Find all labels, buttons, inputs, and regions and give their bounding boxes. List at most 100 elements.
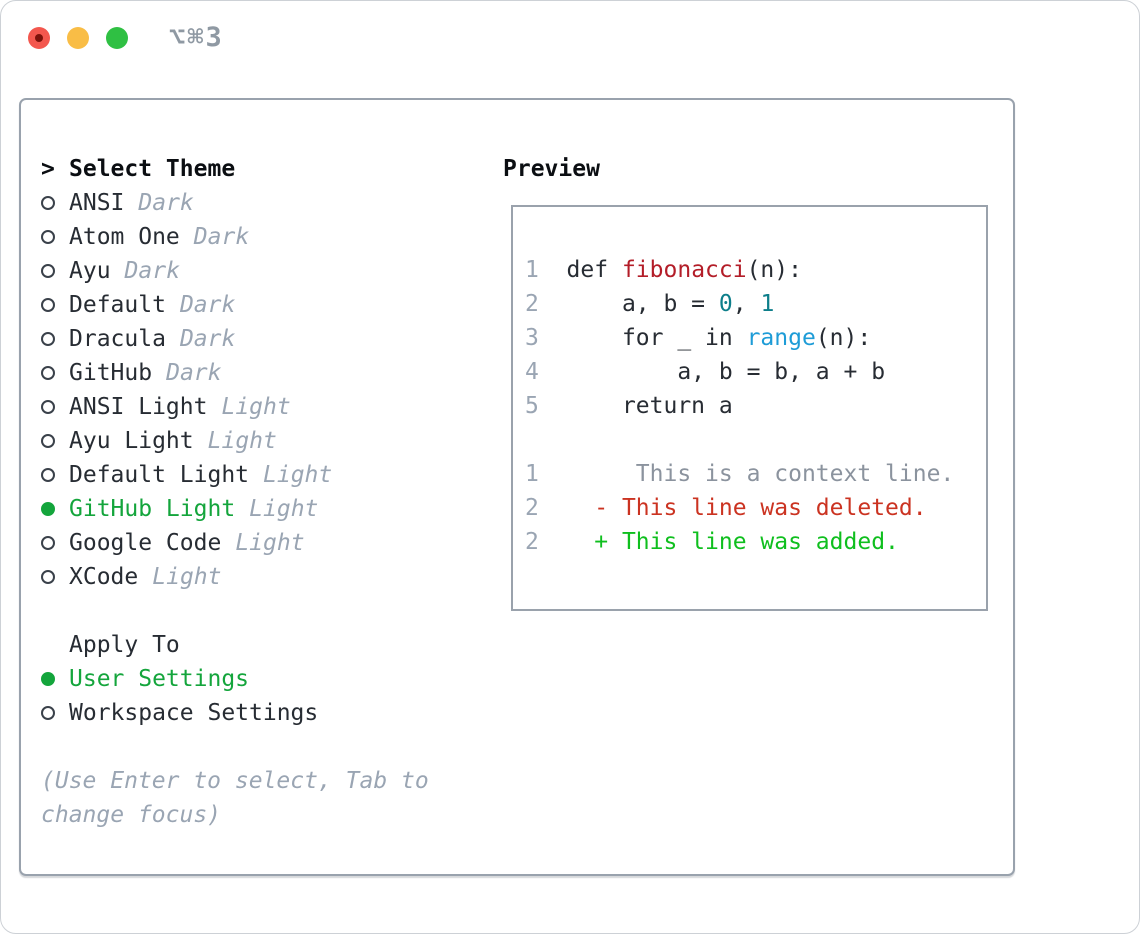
window-shortcut-label: ⌥⌘3 xyxy=(169,22,224,53)
apply-option-workspace-settings[interactable]: Workspace Settings xyxy=(41,696,491,730)
radio-icon xyxy=(41,264,69,278)
apply-option-label: Workspace Settings xyxy=(69,700,319,726)
theme-option-github[interactable]: GitHub Dark xyxy=(41,356,491,390)
code-segment: a, b = b, a + b xyxy=(538,359,886,385)
radio-icon xyxy=(41,468,69,482)
theme-option-label: Google Code xyxy=(69,530,222,556)
radio-icon xyxy=(41,230,69,244)
radio-icon xyxy=(41,366,69,380)
line-number: 1 xyxy=(525,257,539,283)
theme-option-label: Atom One xyxy=(69,224,180,250)
theme-option-dracula[interactable]: Dracula Dark xyxy=(41,322,491,356)
theme-option-label: Ayu Light xyxy=(69,428,194,454)
radio-icon xyxy=(41,434,69,448)
theme-option-label: ANSI Light xyxy=(69,394,208,420)
preview-line: 2 + This line was added. xyxy=(525,525,980,559)
preview-line: 1 This is a context line. xyxy=(525,457,980,491)
theme-option-ansi[interactable]: ANSI Dark xyxy=(41,186,491,220)
line-number: 2 xyxy=(525,495,539,521)
radio-icon xyxy=(41,706,69,720)
theme-variant-tag: Light xyxy=(235,530,305,556)
theme-option-atom-one[interactable]: Atom One Dark xyxy=(41,220,491,254)
theme-option-default[interactable]: Default Dark xyxy=(41,288,491,322)
code-segment: - This line was deleted. xyxy=(538,495,927,521)
theme-option-label: ANSI xyxy=(69,190,125,216)
radio-selected-icon xyxy=(41,672,69,686)
prompt-caret: > xyxy=(41,156,55,182)
theme-variant-tag: Light xyxy=(263,462,333,488)
preview-line: 2 a, b = 0, 1 xyxy=(525,287,980,321)
preview-title: Preview xyxy=(503,156,600,182)
apply-option-user-settings[interactable]: User Settings xyxy=(41,662,491,696)
code-segment: 0 xyxy=(718,291,733,317)
apply-option-label: User Settings xyxy=(69,666,250,692)
radio-icon xyxy=(41,536,69,550)
theme-option-google-code[interactable]: Google Code Light xyxy=(41,526,491,560)
code-segment: (n): xyxy=(746,257,802,283)
line-number: 4 xyxy=(525,359,539,385)
radio-icon xyxy=(41,400,69,414)
theme-option-label: Default xyxy=(69,292,166,318)
theme-option-label: Default Light xyxy=(69,462,250,488)
line-number: 2 xyxy=(525,529,539,555)
code-segment: (n): xyxy=(815,325,872,351)
theme-option-label: XCode xyxy=(69,564,139,590)
theme-variant-tag: Light xyxy=(152,564,222,590)
preview-line: 4 a, b = b, a + b xyxy=(525,355,980,389)
theme-option-default-light[interactable]: Default Light Light xyxy=(41,458,491,492)
theme-option-ansi-light[interactable]: ANSI Light Light xyxy=(41,390,491,424)
radio-icon xyxy=(41,298,69,312)
radio-selected-icon xyxy=(41,502,69,516)
line-number: 2 xyxy=(525,291,539,317)
code-segment: range xyxy=(746,325,816,351)
help-hint: (Use Enter to select, Tab to change focu… xyxy=(41,768,429,828)
theme-option-label: GitHub xyxy=(69,360,153,386)
code-segment: fibonacci xyxy=(621,257,747,283)
theme-variant-tag: Light xyxy=(221,394,291,420)
theme-option-label: GitHub Light xyxy=(69,496,236,522)
radio-icon xyxy=(41,570,69,584)
theme-option-github-light[interactable]: GitHub Light Light xyxy=(41,492,491,526)
unsaved-indicator-dot xyxy=(35,34,43,42)
theme-option-label: Ayu xyxy=(69,258,111,284)
window-titlebar: ⌥⌘3 xyxy=(1,1,1139,75)
theme-variant-tag: Dark xyxy=(166,360,222,386)
preview-line: 2 - This line was deleted. xyxy=(525,491,980,525)
theme-option-label: Dracula xyxy=(69,326,166,352)
theme-variant-tag: Dark xyxy=(179,292,236,318)
theme-variant-tag: Dark xyxy=(193,224,250,250)
line-number: 5 xyxy=(525,393,539,419)
close-button[interactable] xyxy=(28,27,50,49)
theme-variant-tag: Dark xyxy=(124,258,180,284)
theme-variant-tag: Light xyxy=(207,428,277,454)
select-theme-header-row: > Select Theme xyxy=(41,152,491,186)
theme-option-ayu[interactable]: Ayu Dark xyxy=(41,254,491,288)
theme-option-xcode[interactable]: XCode Light xyxy=(41,560,491,594)
preview-line: 3 for _ in range(n): xyxy=(525,321,980,355)
apply-to-header-row: Apply To xyxy=(41,628,491,662)
select-theme-title: Select Theme xyxy=(69,156,236,182)
zoom-button[interactable] xyxy=(106,27,128,49)
minimize-button[interactable] xyxy=(67,27,89,49)
radio-icon xyxy=(41,196,69,210)
code-segment: return a xyxy=(538,393,733,419)
radio-icon xyxy=(41,332,69,346)
preview-line xyxy=(525,423,980,457)
theme-variant-tag: Dark xyxy=(179,326,236,352)
preview-line: 1 def fibonacci(n): xyxy=(525,253,980,287)
theme-variant-tag: Light xyxy=(249,496,319,522)
line-number: 1 xyxy=(525,461,539,487)
code-segment: , xyxy=(732,291,761,317)
theme-option-ayu-light[interactable]: Ayu Light Light xyxy=(41,424,491,458)
code-segment: a, b = xyxy=(538,291,719,317)
code-segment: This is a context line. xyxy=(538,461,955,487)
theme-variant-tag: Dark xyxy=(138,190,194,216)
code-segment: 1 xyxy=(760,291,775,317)
